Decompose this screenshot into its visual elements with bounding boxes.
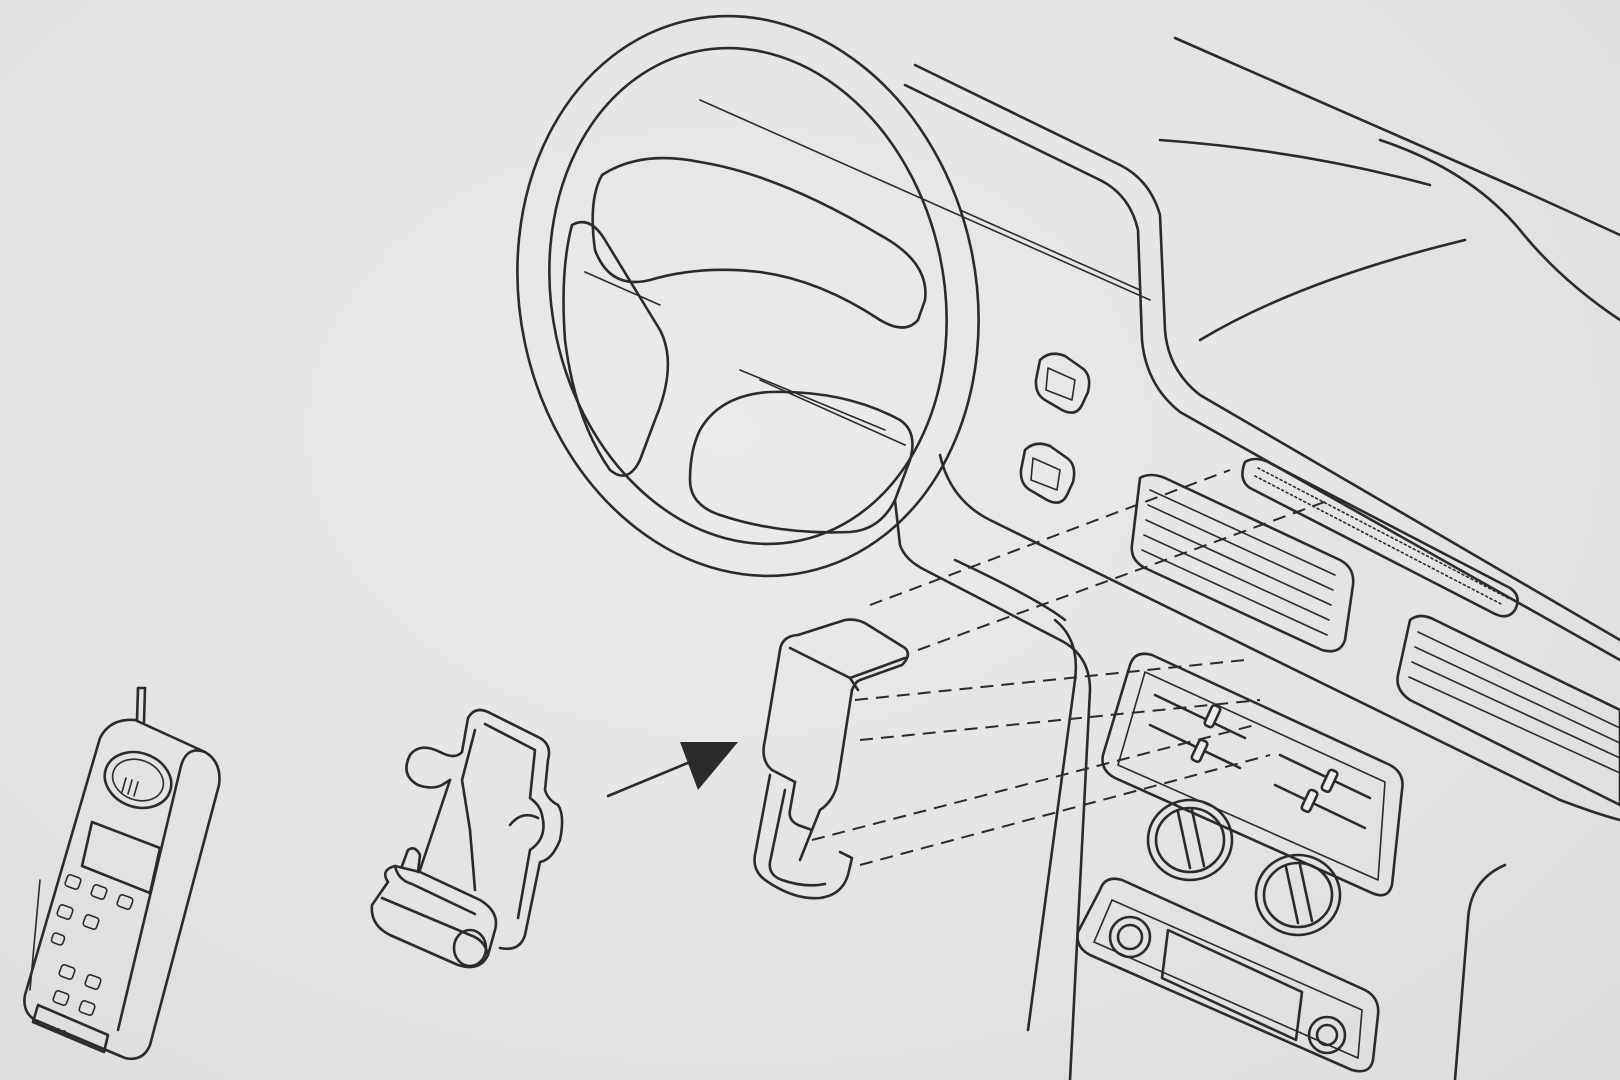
air-vent-left	[1130, 473, 1355, 653]
dash-switch-lower	[1019, 442, 1076, 504]
mobile-phone	[23, 686, 221, 1060]
assembly-arrow	[606, 742, 738, 798]
radio-unit	[1076, 877, 1380, 1073]
climate-control-panel	[1101, 652, 1404, 937]
temperature-knob	[1254, 853, 1342, 937]
air-vent-right	[1396, 614, 1620, 807]
fan-knob	[1146, 798, 1234, 882]
steering-wheel	[516, 14, 980, 578]
phone-keypad	[29, 874, 134, 1054]
car-dashboard	[699, 36, 1620, 1080]
dash-switch-upper	[1034, 352, 1091, 414]
vent-mount-bracket	[753, 618, 910, 900]
alignment-guides	[811, 469, 1331, 866]
defroster-vent	[1241, 457, 1519, 618]
phone-cradle	[370, 708, 564, 969]
